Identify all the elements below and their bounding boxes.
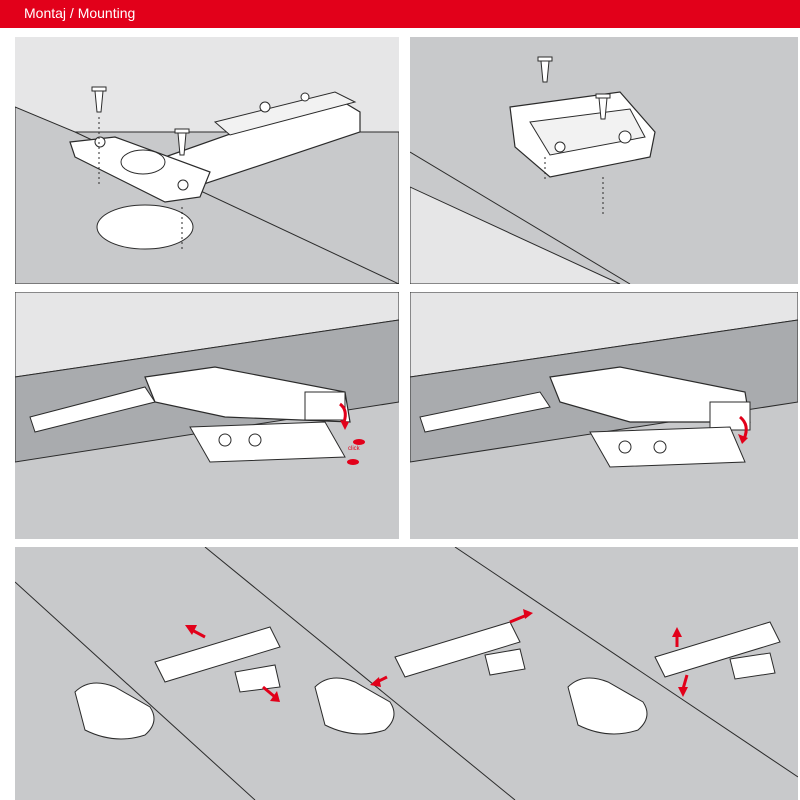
section-header: Montaj / Mounting: [0, 0, 800, 28]
step-4-illustration: [410, 292, 798, 539]
hinge-2: [314, 609, 533, 735]
step-1-illustration: [15, 37, 399, 284]
screw-icon: [91, 86, 107, 187]
step-3-panel: click: [15, 292, 399, 539]
height-adjust-arrow-icon: [672, 627, 689, 697]
step-3-illustration: [15, 292, 399, 539]
hinge-3: [567, 621, 781, 735]
hinge-1: [74, 625, 281, 740]
step-2-panel: [410, 37, 798, 284]
depth-adjust-arrow-icon: [185, 625, 280, 702]
screw-icon: [174, 128, 190, 252]
section-title: Montaj / Mounting: [24, 5, 136, 21]
click-note: click: [348, 446, 360, 452]
clip-on-arrow-icon: [738, 415, 748, 444]
side-adjust-arrow-icon: [370, 609, 533, 687]
step-5-panel: [15, 547, 798, 800]
step-4-panel: [410, 292, 798, 539]
screw-icon: [537, 56, 553, 182]
step-1-panel: [15, 37, 399, 284]
clip-on-arrow-icon: [339, 402, 365, 465]
screw-icon: [595, 93, 611, 217]
step-5-illustration: [15, 547, 798, 800]
step-2-illustration: [410, 37, 798, 284]
